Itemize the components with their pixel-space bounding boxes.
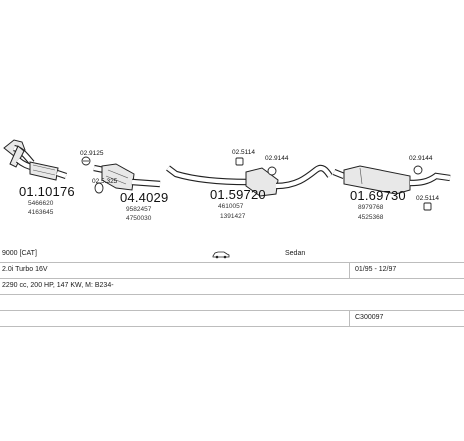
variant: 2.0i Turbo 16V xyxy=(2,266,48,273)
part-ref-p4-1: 8979768 xyxy=(358,204,384,211)
part-ref-p1-2: 4163645 xyxy=(28,209,54,216)
fitting-label-f2: 02.5.325 xyxy=(92,178,118,185)
fitting-f6[interactable] xyxy=(423,202,432,211)
production-years: 01/95 - 12/97 xyxy=(355,266,397,273)
rear-silencer-part[interactable] xyxy=(332,165,451,195)
info-row-variant: 2.0i Turbo 16V 01/95 - 12/97 xyxy=(0,263,464,279)
info-row-model: 9000 [CAT] Sedan xyxy=(0,247,464,263)
divider xyxy=(349,311,350,326)
sedan-car-icon xyxy=(212,251,230,259)
fitting-label-f3: 02.5114 xyxy=(232,149,255,156)
catalogue-code: C300097 xyxy=(355,314,384,321)
info-row-engine: 2290 cc, 200 HP, 147 KW, M: B234- xyxy=(0,279,464,295)
fitting-f4[interactable] xyxy=(267,166,277,176)
model-name: 9000 [CAT] xyxy=(2,250,37,257)
fitting-label-f1: 02.9125 xyxy=(80,150,104,157)
exhaust-system-diagram: 01.10176 5466620 4163645 04.4029 9582457… xyxy=(3,139,451,222)
part-number-p3: 01.59720 xyxy=(210,187,266,202)
info-row-empty xyxy=(0,295,464,311)
part-ref-p1-1: 5466620 xyxy=(28,200,54,207)
divider xyxy=(349,263,350,278)
front-pipe-part[interactable] xyxy=(3,139,68,181)
fitting-label-f6: 02.5114 xyxy=(416,195,439,202)
engine-spec: 2290 cc, 200 HP, 147 KW, M: B234- xyxy=(2,282,114,289)
middle-silencer-part[interactable] xyxy=(166,164,333,197)
fitting-label-f4: 02.9144 xyxy=(265,155,289,162)
body-type: Sedan xyxy=(285,250,306,257)
fitting-f2[interactable] xyxy=(94,182,104,194)
part-ref-p3-1: 4610057 xyxy=(218,203,244,210)
part-ref-p3-2: 1391427 xyxy=(220,213,246,220)
part-number-p1: 01.10176 xyxy=(19,184,75,199)
fitting-f1[interactable] xyxy=(81,156,91,166)
fitting-f5[interactable] xyxy=(413,165,423,175)
fitting-label-f5: 02.9144 xyxy=(409,155,433,162)
fitting-f3[interactable] xyxy=(235,157,244,166)
part-ref-p4-2: 4525368 xyxy=(358,214,384,221)
part-ref-p2-2: 4750030 xyxy=(126,215,152,222)
catalytic-converter-part[interactable] xyxy=(93,163,161,191)
info-row-code: C300097 xyxy=(0,311,464,327)
part-ref-p2-1: 9582457 xyxy=(126,206,152,213)
part-number-p4: 01.69730 xyxy=(350,188,406,203)
part-number-p2: 04.4029 xyxy=(120,190,168,205)
